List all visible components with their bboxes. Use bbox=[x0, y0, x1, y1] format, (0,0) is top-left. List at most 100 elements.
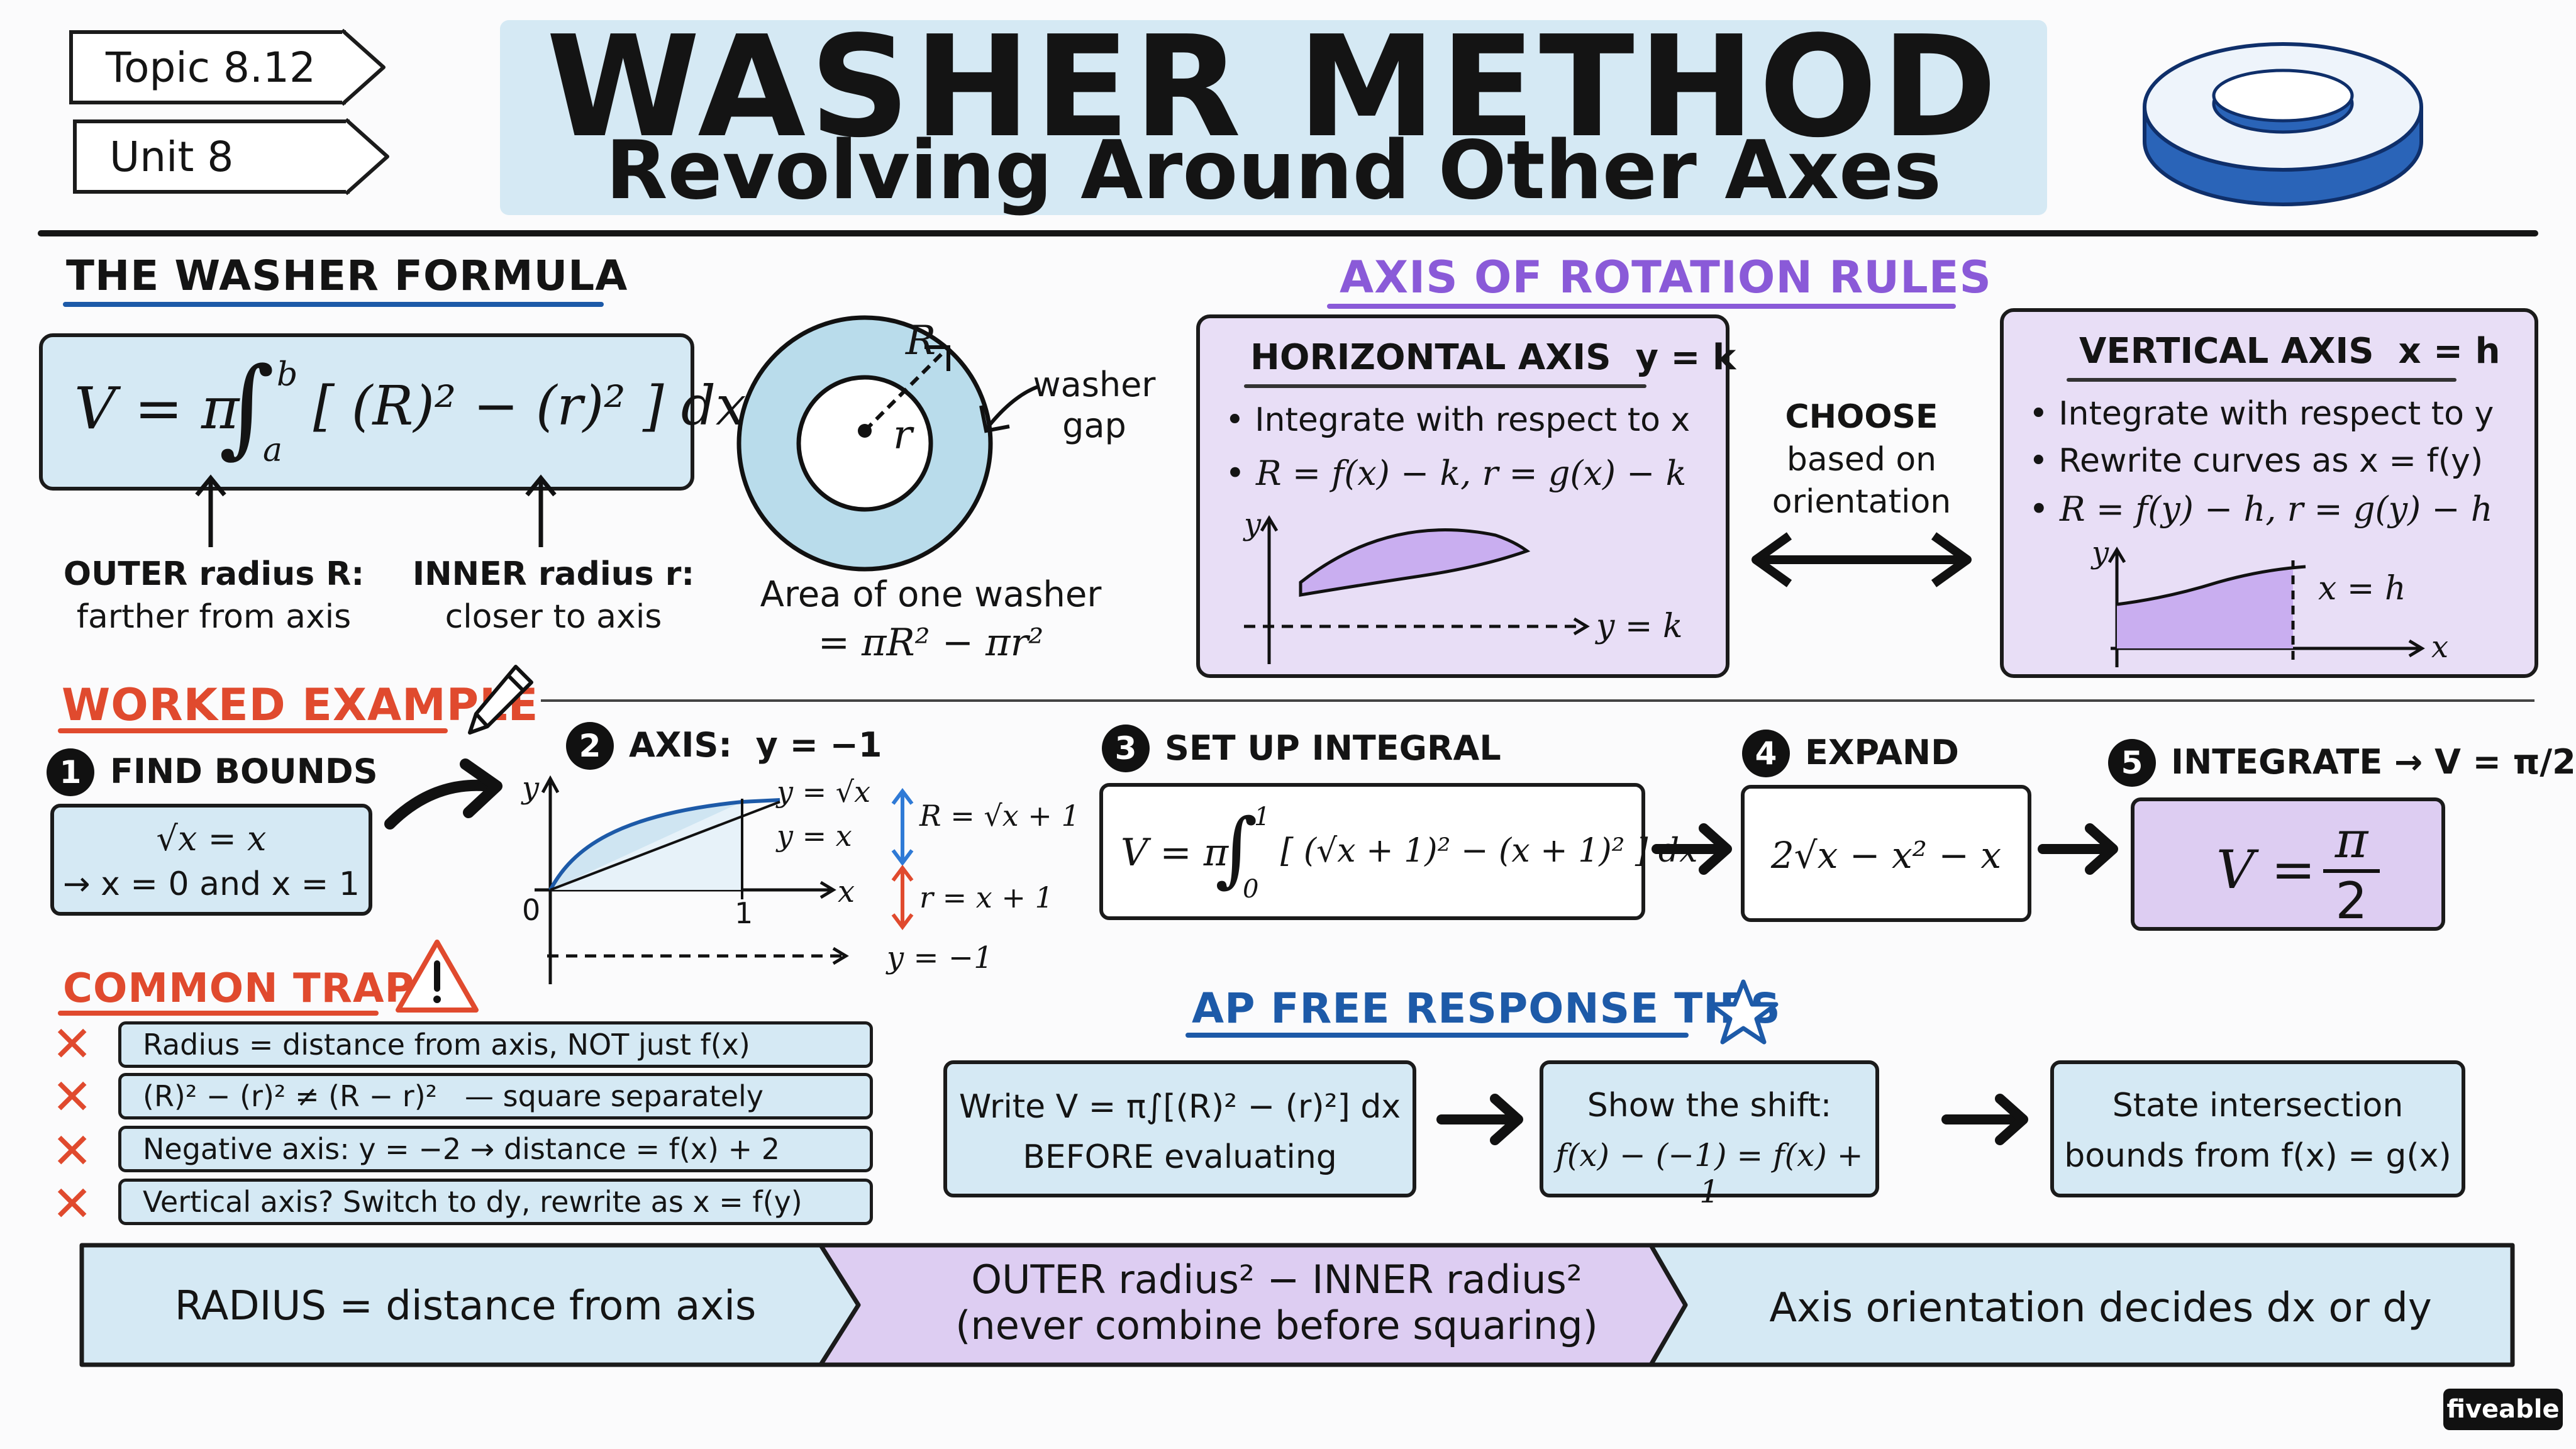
horizontal-item-2: • R = f(x) − k, r = g(x) − k bbox=[1225, 453, 1687, 493]
brand-text: fiveable bbox=[2446, 1395, 2560, 1424]
frq-tip-3-line2: bounds from f(x) = g(x) bbox=[2064, 1137, 2451, 1175]
outer-radius-arrow-icon bbox=[195, 474, 226, 547]
frq-tip-2: Show the shift: f(x) − (−1) = f(x) + 1 bbox=[1540, 1060, 1879, 1210]
step3-arrow-icon bbox=[1652, 823, 1732, 875]
choose-line3: orientation bbox=[1772, 483, 1951, 521]
washer-area-line1: Area of one washer bbox=[760, 574, 1102, 615]
choose-note: CHOOSE based on orientation bbox=[1736, 396, 1987, 524]
step3-bracket: [ (√x + 1)² − (x + 1)² ] dx bbox=[1280, 832, 1698, 870]
washer-logo-icon bbox=[2143, 42, 2423, 206]
horizontal-axis-title-underline bbox=[1244, 384, 1646, 388]
step4-box: 2√x − x² − x bbox=[1741, 785, 2031, 922]
frq-tip-2-line1: Show the shift: bbox=[1587, 1087, 1832, 1124]
step2-curve2-label: y = x bbox=[777, 819, 852, 853]
brand-logo: fiveable bbox=[2443, 1389, 2563, 1430]
inner-radius-arrow-icon bbox=[525, 474, 557, 547]
trap2-x-icon: ✕ bbox=[52, 1069, 93, 1126]
washer-area-line2: = πR² − πr² bbox=[818, 620, 1044, 665]
step3-box: V = π ∫ 1 0 [ (√x + 1)² − (x + 1)² ] dx bbox=[1099, 783, 1697, 920]
unit-tag: Unit 8 bbox=[73, 119, 350, 194]
step4-arrow-icon bbox=[2038, 823, 2118, 875]
vertical-graph-x-label: x bbox=[2431, 630, 2449, 665]
worked-divider bbox=[541, 699, 2534, 702]
vertical-item-3-text: R = f(y) − h, r = g(y) − h bbox=[2060, 489, 2493, 529]
formula-box: V = π ∫ b a [ (R)² − (r)² ] dx bbox=[39, 333, 746, 491]
vertical-item-1-text: Integrate with respect to y bbox=[2058, 395, 2494, 433]
topic-tag: Topic 8.12 bbox=[69, 30, 346, 104]
frq-heading: AP FREE RESPONSE TIPS bbox=[1192, 984, 1781, 1033]
step5-title: INTEGRATE → V = π/2 bbox=[2171, 742, 2576, 782]
banner-right: Axis orientation decides dx or dy bbox=[1769, 1285, 2432, 1331]
step1-number: 1 bbox=[47, 748, 94, 796]
formula-v: V = π bbox=[74, 375, 240, 442]
step2-one-label: 1 bbox=[735, 896, 753, 930]
vertical-item-1: • Integrate with respect to y bbox=[2029, 395, 2494, 433]
warning-icon bbox=[396, 940, 479, 1013]
step2-graph bbox=[535, 775, 849, 984]
vertical-graph-y-label: y bbox=[2092, 535, 2109, 570]
step1-line1: √x = x bbox=[156, 819, 267, 858]
step3-upper: 1 bbox=[1254, 802, 1270, 831]
step5-fraction-bar bbox=[2323, 869, 2380, 873]
horizontal-item-2-text: R = f(x) − k, r = g(x) − k bbox=[1256, 453, 1687, 493]
step2-r-arrow-icon bbox=[891, 865, 914, 930]
outer-radius-label: OUTER radius R: bbox=[63, 555, 365, 593]
frq-tip-1-line2: BEFORE evaluating bbox=[1023, 1138, 1337, 1176]
formula-heading: THE WASHER FORMULA bbox=[66, 252, 628, 300]
trap-item-4-text: Vertical axis? Switch to dy, rewrite as … bbox=[143, 1185, 802, 1219]
trap-item-1: Radius = distance from axis, NOT just f(… bbox=[118, 1021, 873, 1068]
step1-title: FIND BOUNDS bbox=[110, 752, 378, 791]
horizontal-item-1-text: Integrate with respect to x bbox=[1255, 401, 1690, 439]
horizontal-graph-axis-label: y = k bbox=[1596, 608, 1683, 645]
step4-title: EXPAND bbox=[1805, 733, 1959, 772]
step2-zero-label: 0 bbox=[522, 893, 541, 927]
topic-label: Topic 8.12 bbox=[106, 43, 316, 92]
integral-sign-icon: ∫ bbox=[219, 345, 275, 469]
step2-axis-label: y = −1 bbox=[887, 940, 993, 975]
frq-heading-underline bbox=[1185, 1033, 1689, 1038]
pencil-icon bbox=[468, 665, 533, 735]
inner-radius-desc: closer to axis bbox=[445, 597, 662, 636]
step4-expr: 2√x − x² − x bbox=[1770, 834, 2002, 877]
trap-item-4: Vertical axis? Switch to dy, rewrite as … bbox=[118, 1179, 873, 1225]
topic-tag-tip bbox=[341, 28, 386, 106]
traps-heading: COMMON TRAPS bbox=[63, 965, 445, 1012]
summary-banner-shape bbox=[79, 1243, 2515, 1367]
step5-number: 5 bbox=[2108, 739, 2156, 787]
trap-item-3-text: Negative axis: y = −2 → distance = f(x) … bbox=[143, 1132, 780, 1166]
step4-number: 4 bbox=[1742, 730, 1790, 777]
trap-item-2: (R)² − (r)² ≠ (R − r)² — square separate… bbox=[118, 1073, 873, 1119]
frq-tip-2-line2: f(x) − (−1) = f(x) + 1 bbox=[1555, 1137, 1863, 1210]
worked-heading-underline bbox=[58, 728, 448, 733]
step2-r-label: r = x + 1 bbox=[919, 880, 1053, 914]
step1-arrow-icon bbox=[384, 758, 502, 830]
title-background bbox=[500, 20, 2047, 215]
unit-label: Unit 8 bbox=[109, 132, 234, 181]
washer-gap-label: washer gap bbox=[1033, 365, 1156, 445]
frq-tip-1: Write V = π∫[(R)² − (r)²] dx BEFORE eval… bbox=[943, 1060, 1416, 1197]
formula-bracket: [ (R)² − (r)² ] dx bbox=[313, 375, 747, 438]
frq-tip-3-line1: State intersection bbox=[2112, 1087, 2404, 1124]
choose-double-arrow-icon bbox=[1752, 532, 1972, 587]
axis-rules-heading: AXIS OF ROTATION RULES bbox=[1340, 252, 1992, 303]
washer-R-label: R bbox=[906, 318, 936, 364]
vertical-item-2: • Rewrite curves as x = f(y) bbox=[2029, 442, 2484, 480]
frq-arrow-1-icon bbox=[1436, 1094, 1523, 1145]
step1-line2: → x = 0 and x = 1 bbox=[63, 865, 360, 903]
page-subtitle: Revolving Around Other Axes bbox=[605, 124, 1942, 218]
formula-lower-bound: a bbox=[263, 431, 283, 469]
step3-lower: 0 bbox=[1243, 875, 1259, 904]
formula-heading-underline bbox=[63, 302, 604, 307]
step1-box: √x = x → x = 0 and x = 1 bbox=[50, 804, 372, 916]
vertical-item-2-text: Rewrite curves as x = f(y) bbox=[2058, 442, 2484, 480]
horizontal-axis-title: HORIZONTAL AXIS y = k bbox=[1250, 337, 1736, 378]
horizontal-item-1: • Integrate with respect to x bbox=[1225, 401, 1690, 439]
frq-tip-3: State intersection bounds from f(x) = g(… bbox=[2050, 1060, 2465, 1197]
formula-upper-bound: b bbox=[277, 356, 298, 394]
frq-tip-1-line1: Write V = π∫[(R)² − (r)²] dx bbox=[958, 1088, 1401, 1126]
banner-mid: OUTER radius² − INNER radius² (never com… bbox=[868, 1257, 1685, 1348]
trap-item-3: Negative axis: y = −2 → distance = f(x) … bbox=[118, 1126, 873, 1172]
vertical-graph-axis-label: x = h bbox=[2318, 570, 2406, 608]
vertical-axis-card: VERTICAL AXIS x = h • Integrate with res… bbox=[2000, 308, 2538, 678]
step5-v: V = bbox=[2216, 839, 2316, 901]
